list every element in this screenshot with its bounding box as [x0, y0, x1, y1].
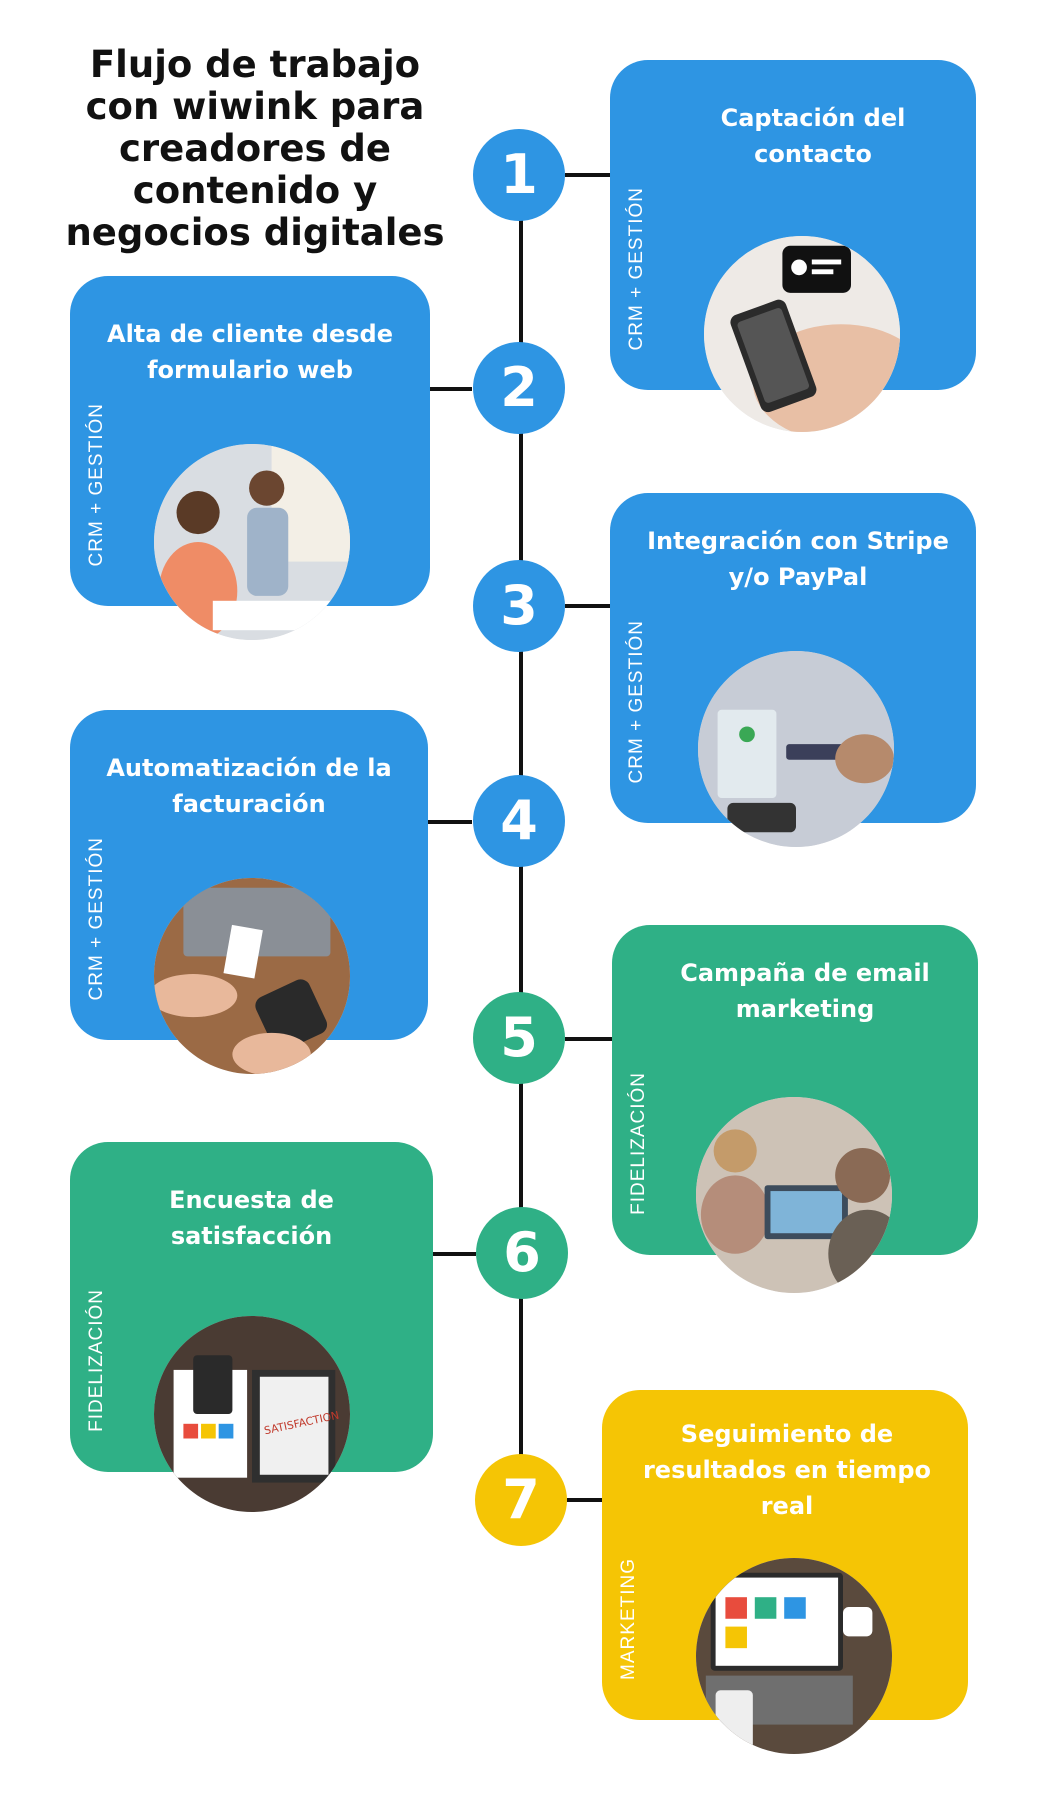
- connector-2: [428, 387, 472, 391]
- step-number-5: 5: [473, 992, 565, 1084]
- step-number-7: 7: [475, 1454, 567, 1546]
- step-category: CRM + GESTIÓN: [86, 836, 107, 1000]
- card-terminal-photo: [154, 878, 350, 1074]
- step-card-2: Alta de cliente desde formulario web CRM…: [70, 276, 430, 640]
- mobile-payment-photo: [698, 651, 894, 847]
- connector-7: [567, 1498, 605, 1502]
- phone-contact-photo: [704, 236, 900, 432]
- step-title: Encuesta de satisfacción: [169, 1186, 334, 1250]
- step-title: Captación del contacto: [720, 104, 906, 168]
- survey-desk-photo: SATISFACTION: [154, 1316, 350, 1512]
- step-number-6: 6: [476, 1207, 568, 1299]
- step-card-7: Seguimiento de resultados en tiempo real…: [602, 1390, 968, 1754]
- step-title: Alta de cliente desde formulario web: [107, 320, 393, 384]
- step-card-6: Encuesta de satisfacción FIDELIZACIÓN SA…: [70, 1142, 433, 1512]
- step-title: Seguimiento de resultados en tiempo real: [642, 1420, 932, 1520]
- connector-4: [428, 820, 472, 824]
- connector-6: [432, 1252, 476, 1256]
- step-category: CRM + GESTIÓN: [626, 186, 647, 350]
- connector-1: [565, 173, 613, 177]
- step-title: Campaña de email marketing: [680, 959, 930, 1023]
- step-number-2: 2: [473, 342, 565, 434]
- step-category: FIDELIZACIÓN: [628, 1072, 649, 1215]
- step-title: Automatización de la facturación: [106, 754, 392, 818]
- office-meeting-photo: [154, 444, 350, 640]
- step-category: FIDELIZACIÓN: [86, 1289, 107, 1432]
- step-category: MARKETING: [618, 1558, 639, 1680]
- laptop-meeting-photo: [696, 1097, 892, 1293]
- step-number-4: 4: [473, 775, 565, 867]
- step-card-5: Campaña de email marketing FIDELIZACIÓN: [612, 925, 978, 1293]
- step-category: CRM + GESTIÓN: [86, 402, 107, 566]
- step-card-3: Integración con Stripe y/o PayPal CRM + …: [610, 493, 976, 847]
- connector-5: [565, 1037, 613, 1041]
- step-number-3: 3: [473, 560, 565, 652]
- step-card-1: Captación del contacto CRM + GESTIÓN: [610, 60, 976, 432]
- step-category: CRM + GESTIÓN: [626, 619, 647, 783]
- step-title: Integración con Stripe y/o PayPal: [647, 527, 949, 591]
- page-title: Flujo de trabajo con wiwink para creador…: [65, 43, 445, 254]
- step-card-4: Automatización de la facturación CRM + G…: [70, 710, 428, 1074]
- marketing-strategy-photo: [696, 1558, 892, 1754]
- step-number-1: 1: [473, 129, 565, 221]
- connector-3: [565, 604, 613, 608]
